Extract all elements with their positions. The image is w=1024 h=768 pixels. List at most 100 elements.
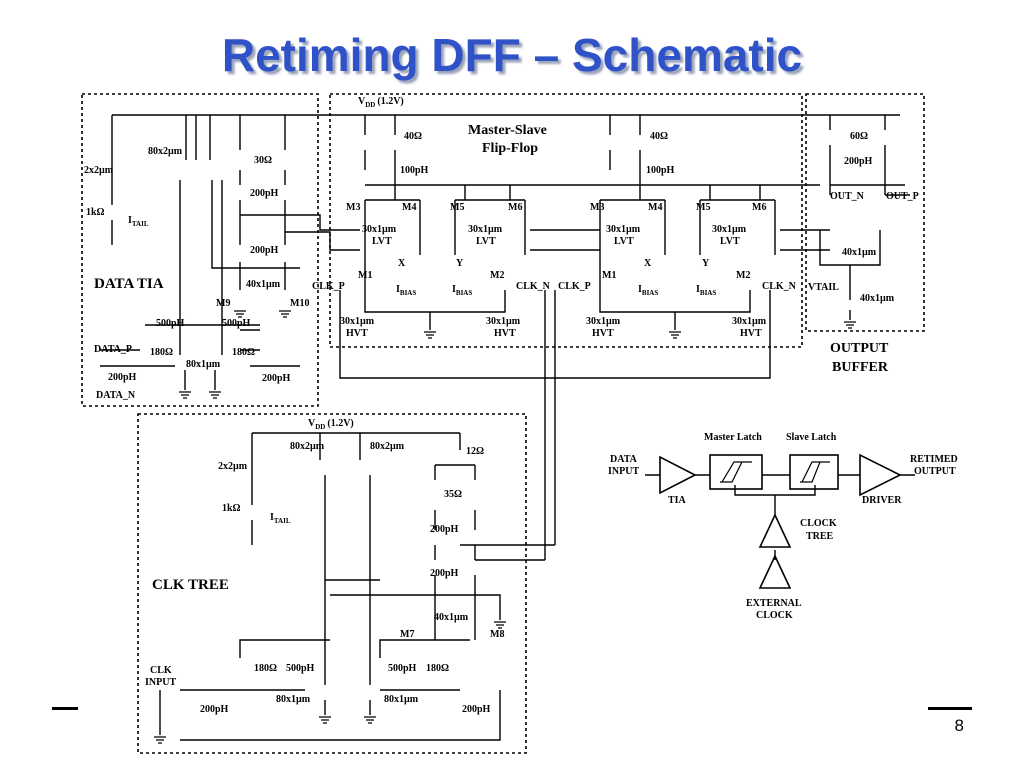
master-latch-symbol [709,454,763,490]
ct-r-top: 12Ω [466,446,484,457]
ct-input-inductor-2: 200pH [462,704,491,715]
ff-hvt-1: HVT [346,328,368,339]
ct-inductor-1: 200pH [430,524,459,535]
bd-external-clock-1: EXTERNAL [746,598,802,609]
ff-node-y1: Y [456,258,464,269]
ff-m1b: M1 [602,270,616,281]
ct-device-1: 80x1µm [276,694,311,705]
tia-m9: M9 [216,298,230,309]
slave-latch-symbol [789,454,839,490]
tia-m10: M10 [290,298,309,309]
ff-hvt-dev-2: 30x1µm [486,316,521,327]
tia-input-inductor-2: 200pH [262,373,291,384]
tia-amplifier-symbol [659,455,697,495]
ff-m5b: M5 [696,202,710,213]
ct-clk-input-1: CLK [150,665,172,676]
data-n-label: DATA_N [96,390,136,401]
bd-data-input-1: DATA [610,454,638,465]
ff-m4b: M4 [648,202,662,213]
ob-vtail: VTAIL [808,282,839,293]
ff-lvt-dev-2: 30x1µm [468,224,503,235]
ff-load-l1: 100pH [400,165,429,176]
ff-m6a: M6 [508,202,522,213]
ff-ibias-4: IBIAS [696,284,716,297]
ff-ibias-1: IBIAS [396,284,416,297]
ff-ibias-3: IBIAS [638,284,658,297]
ff-m2b: M2 [736,270,750,281]
ct-clk-input-2: INPUT [145,677,176,688]
ff-load-r1: 40Ω [404,131,422,142]
bd-tia: TIA [668,495,687,506]
ff-load-l2: 100pH [646,165,675,176]
ff-m3a: M3 [346,202,360,213]
ff-m5a: M5 [450,202,464,213]
ob-out-n: OUT_N [830,191,865,202]
slide-title: Retiming DFF – Schematic [221,29,803,81]
tia-input-resistor-2: 180Ω [232,347,255,358]
ct-itail: ITAIL [270,512,291,525]
ff-hvt-dev-4: 30x1µm [732,316,767,327]
ct-inductor-2: 200pH [430,568,459,579]
flipflop-block [329,93,803,348]
block-diagram [659,453,902,589]
tia-inductor-c2: 500pH [222,318,251,329]
tia-diff-pair: 40x1µm [246,279,281,290]
ct-bias-resistor: 1kΩ [222,503,241,514]
ct-resistor-1: 180Ω [254,663,277,674]
clk-tree-block [137,413,527,754]
bd-slave-latch: Slave Latch [786,432,837,443]
clock-tree-buffer-symbol [758,513,792,548]
ct-bias-device: 2x2µm [218,461,248,472]
ct-source-2: 80x2µm [370,441,405,452]
ob-tail-device: 40x1µm [860,293,895,304]
ct-m8: M8 [490,629,504,640]
ff-m4a: M4 [402,202,416,213]
tia-input-inductor-1: 200pH [108,372,137,383]
ff-hvt-dev-3: 30x1µm [586,316,621,327]
tia-itail: ITAIL [128,215,149,228]
ct-load-resistor: 35Ω [444,489,462,500]
tia-bias-device: 2x2µm [84,165,114,176]
ff-lvt-4: LVT [720,236,740,247]
output-buffer-block [805,93,925,332]
bd-clock-tree-1: CLOCK [800,518,837,529]
bd-master-latch: Master Latch [704,432,762,443]
ct-inductor-4: 500pH [388,663,417,674]
tia-inductor-c1: 500pH [156,318,185,329]
ob-load-resistor: 60Ω [850,131,868,142]
driver-amplifier-symbol [859,453,902,497]
ff-node-x1: X [398,258,406,269]
ob-out-p: OUT_P [886,191,919,202]
tia-block-label: DATA TIA [94,276,164,292]
ff-lvt-3: LVT [614,236,634,247]
ct-device-2: 80x1µm [384,694,419,705]
ff-lvt-dev-3: 30x1µm [606,224,641,235]
footer-rule-right [928,707,972,710]
ff-lvt-2: LVT [476,236,496,247]
tia-load-inductor-2: 200pH [250,245,279,256]
ff-title-1: Master-Slave [468,123,547,138]
ff-clk-p-1: CLK_P [312,281,345,292]
ff-m1a: M1 [358,270,372,281]
bd-external-clock-2: CLOCK [756,610,793,621]
tia-bias-source: 80x2µm [148,146,183,157]
bd-data-input-2: INPUT [608,466,639,477]
data-tia-block [81,93,319,407]
ct-input-inductor-1: 200pH [200,704,229,715]
bd-retimed-output-1: RETIMED [910,454,958,465]
tia-bias-resistor: 1kΩ [86,207,105,218]
ob-load-inductor: 200pH [844,156,873,167]
bd-driver: DRIVER [862,495,902,506]
ct-block-label: CLK TREE [152,577,229,593]
ct-inductor-3: 500pH [286,663,315,674]
bd-clock-tree-2: TREE [806,531,834,542]
ct-source-1: 80x2µm [290,441,325,452]
tia-load-inductor-1: 200pH [250,188,279,199]
ff-clk-p-2: CLK_P [558,281,591,292]
data-p-label: DATA_P [94,344,132,355]
ff-m2a: M2 [490,270,504,281]
ff-hvt-dev-1: 30x1µm [340,316,375,327]
ff-lvt-dev-1: 30x1µm [362,224,397,235]
ff-clk-n-2: CLK_N [762,281,797,292]
